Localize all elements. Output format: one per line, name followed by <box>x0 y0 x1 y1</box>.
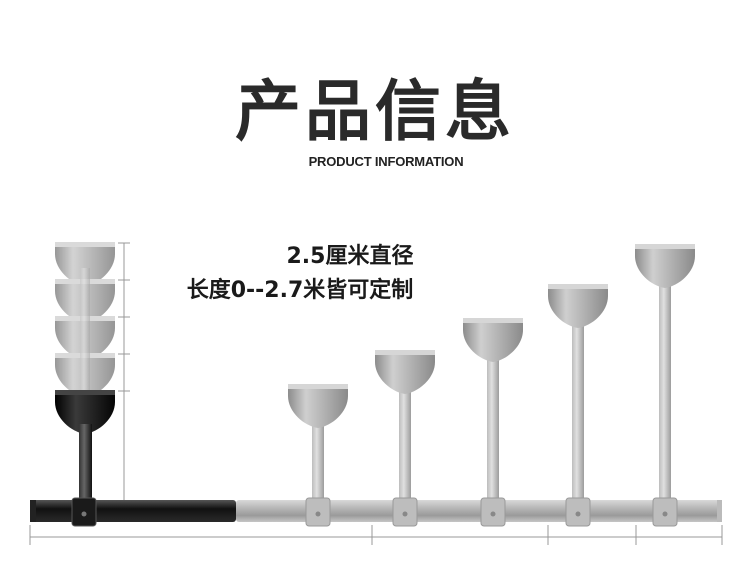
spec-text: 2.5厘米直径 长度0--2.7米皆可定制 <box>0 240 600 308</box>
length-scale <box>29 525 723 545</box>
height-adjust-ghosts <box>55 242 115 418</box>
height-scale <box>118 242 130 500</box>
spec-length: 长度0--2.7米皆可定制 <box>186 278 414 303</box>
gray-stands <box>288 244 695 527</box>
main-rod <box>30 500 722 522</box>
spec-diameter: 2.5厘米直径 <box>286 244 414 269</box>
page-title: 产品信息 <box>235 73 515 150</box>
black-stand <box>55 390 115 504</box>
page-subtitle: PRODUCT INFORMATION <box>308 154 464 169</box>
black-connector <box>71 497 97 527</box>
